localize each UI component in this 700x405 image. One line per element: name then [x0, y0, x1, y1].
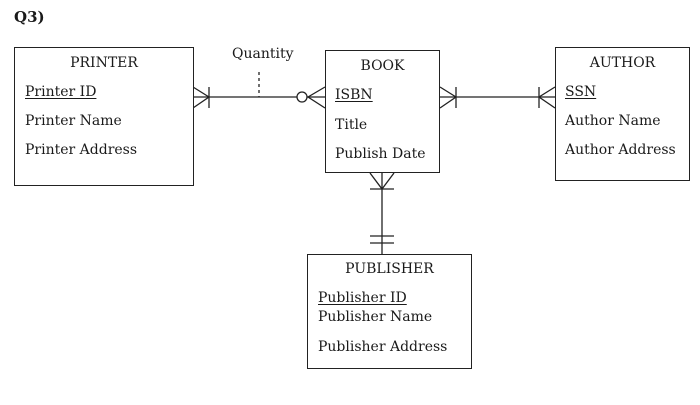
entity-author-attr-name: Author Name	[565, 113, 661, 129]
entity-printer: PRINTER Printer ID Printer Name Printer …	[14, 47, 194, 186]
question-label: Q3)	[14, 8, 45, 26]
entity-publisher-title: PUBLISHER	[345, 261, 434, 277]
entity-author-key: SSN	[565, 84, 597, 100]
entity-author: AUTHOR SSN Author Name Author Address	[555, 47, 690, 181]
entity-book-key: ISBN	[335, 87, 373, 103]
entity-publisher-attr-name: Publisher Name	[318, 309, 433, 325]
entity-publisher-attr-address: Publisher Address	[318, 339, 448, 355]
entity-printer-attr-name: Printer Name	[25, 113, 122, 129]
entity-printer-key: Printer ID	[25, 84, 97, 100]
book-right-crowfoot	[439, 86, 458, 109]
entity-book-attr-publish-date: Publish Date	[335, 146, 426, 162]
relationship-label-quantity: Quantity	[232, 46, 294, 62]
entity-printer-title: PRINTER	[70, 55, 138, 71]
entity-book-attr-title: Title	[335, 117, 368, 133]
author-end-crowfoot	[537, 86, 556, 109]
printer-end-crowfoot	[192, 86, 211, 109]
entity-printer-attr-address: Printer Address	[25, 142, 138, 158]
entity-author-attr-address: Author Address	[565, 142, 676, 158]
book-end-circle	[296, 91, 308, 103]
entity-book: BOOK ISBN Title Publish Date	[325, 50, 440, 173]
book-end-crowfoot-left	[306, 86, 326, 109]
entity-book-title: BOOK	[360, 58, 405, 74]
entity-publisher-key: Publisher ID	[318, 290, 407, 306]
entity-author-title: AUTHOR	[589, 55, 656, 71]
entity-publisher: PUBLISHER Publisher ID Publisher Name Pu…	[307, 254, 472, 369]
